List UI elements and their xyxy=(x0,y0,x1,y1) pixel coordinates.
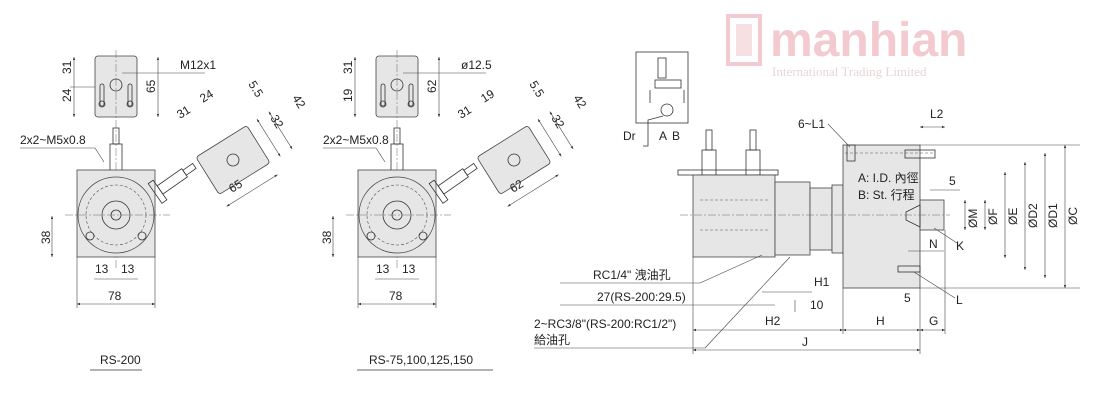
dim-78: 78 xyxy=(389,289,403,303)
rot-dim-e: 42 xyxy=(570,92,589,111)
dim-38: 38 xyxy=(39,230,53,244)
dim-13-left: 13 xyxy=(95,262,109,276)
dim-5-top: 5 xyxy=(949,174,956,188)
dim-13-right: 13 xyxy=(121,262,135,276)
bolt-label: 2x2~M5x0.8 xyxy=(20,133,86,147)
thread-label: ø12.5 xyxy=(461,58,492,72)
dim-31: 31 xyxy=(60,60,74,74)
dim-dia-d2: ØD2 xyxy=(1026,203,1040,228)
label-n: N xyxy=(929,237,938,251)
supply-port-label: 2~RC3/8"(RS-200:RC1/2") xyxy=(534,317,676,331)
dim-dia-e: ØE xyxy=(1006,208,1020,225)
dim-dia-f: ØF xyxy=(986,208,1000,225)
caption-rs200: RS-200 xyxy=(100,353,141,367)
label-6-l1: 6~L1 xyxy=(798,117,825,131)
label-a: A xyxy=(659,129,667,143)
rot-dim-b: 19 xyxy=(478,86,497,105)
chuck-body xyxy=(842,144,921,289)
drain-port-label: RC1/4" 洩油孔 xyxy=(593,268,671,282)
dim-10: 10 xyxy=(810,298,824,312)
legend-a: A: I.D. 內徑 xyxy=(858,171,919,185)
rs75-view: 31 19 62 ø12.5 31 19 5.5 32 42 62 2x2~M5… xyxy=(320,50,590,371)
rotated-plate xyxy=(196,111,293,207)
dim-h: H xyxy=(876,314,885,328)
hydraulic-schematic xyxy=(635,51,689,124)
dim-31: 31 xyxy=(341,60,355,74)
dim-65: 65 xyxy=(144,79,158,93)
label-k: K xyxy=(956,239,964,253)
dim-78: 78 xyxy=(108,289,122,303)
dim-27: 27(RS-200:29.5) xyxy=(597,290,686,304)
rot-dim-c: 5.5 xyxy=(526,78,547,100)
dim-24: 24 xyxy=(60,88,74,102)
dim-dia-d1: ØD1 xyxy=(1046,203,1060,228)
dim-g: G xyxy=(929,314,938,328)
dim-13-left: 13 xyxy=(376,262,390,276)
rot-dim-a: 31 xyxy=(174,102,193,121)
rot-dim-a: 31 xyxy=(455,102,474,121)
label-l2: L2 xyxy=(930,107,944,121)
dim-dia-c: ØC xyxy=(1066,207,1080,225)
supply-port-label-cn: 給油孔 xyxy=(534,333,570,347)
dim-13-right: 13 xyxy=(402,262,416,276)
diameter-dims: ØM ØF ØE ØD2 ØD1 ØC xyxy=(920,144,1080,289)
dim-dia-m: ØM xyxy=(966,209,980,228)
legend-b: B: St. 行程 xyxy=(858,187,915,202)
dim-62: 62 xyxy=(425,79,439,93)
side-view: manhian International Trading Limited Dr… xyxy=(534,14,1080,354)
watermark-logo: manhian International Trading Limited xyxy=(726,14,967,79)
dim-38: 38 xyxy=(320,230,334,244)
bolt-label: 2x2~M5x0.8 xyxy=(323,133,389,147)
rs200-view: 31 24 65 M12x1 31 24 5.5 32 42 65 2x2~M5… xyxy=(20,50,309,371)
rot-dim-b: 24 xyxy=(197,86,216,105)
label-dr: Dr xyxy=(623,129,636,143)
caption-rs75: RS-75,100,125,150 xyxy=(369,353,473,367)
dim-j: J xyxy=(802,335,808,349)
rot-dim-d: 32 xyxy=(548,112,567,131)
label-l: L xyxy=(956,293,963,307)
dim-h1: H1 xyxy=(814,275,830,289)
dim-19: 19 xyxy=(341,88,355,102)
dim-5-bottom: 5 xyxy=(904,291,911,305)
thread-label: M12x1 xyxy=(180,58,216,72)
rot-dim-d: 32 xyxy=(267,112,286,131)
watermark-subtitle: International Trading Limited xyxy=(772,64,927,79)
watermark-brand: manhian xyxy=(770,14,967,67)
rot-dim-c: 5.5 xyxy=(245,78,266,100)
dim-h2: H2 xyxy=(765,314,781,328)
label-b: B xyxy=(672,129,680,143)
rot-dim-e: 42 xyxy=(289,92,308,111)
